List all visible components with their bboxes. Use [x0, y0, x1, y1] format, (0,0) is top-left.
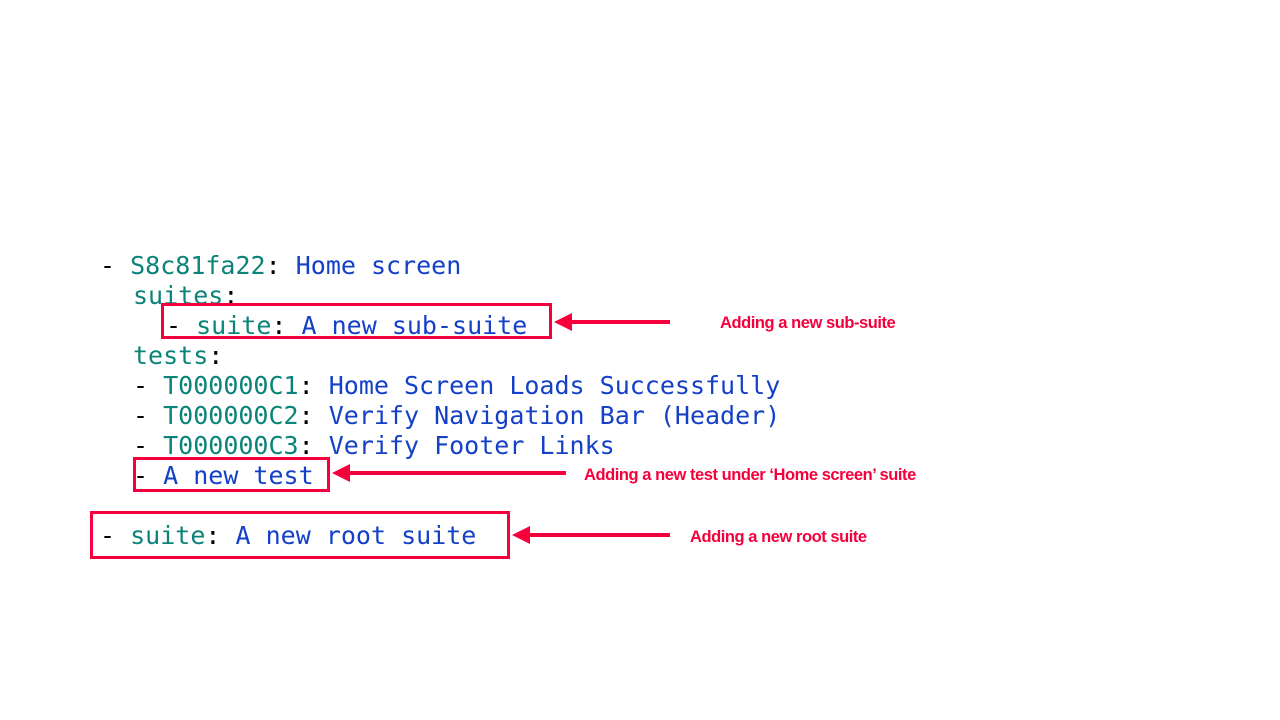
highlight-box-new-root-suite	[90, 511, 510, 559]
new-test-title: A new test	[163, 461, 314, 490]
tree-line-root-suite: - S8c81fa22: Home screen	[100, 251, 461, 281]
separator-colon: :	[271, 311, 287, 340]
tree-line-new-root-suite: - suite: A new root suite	[100, 521, 476, 551]
test-id: T000000C3	[163, 431, 299, 460]
test-id: T000000C1	[163, 371, 299, 400]
list-bullet: -	[166, 311, 182, 340]
tests-label: tests	[133, 341, 209, 370]
sub-suite-key: suite	[196, 311, 272, 340]
callout-arrow-new-root-suite-icon	[512, 526, 670, 544]
new-root-suite-key: suite	[130, 521, 206, 550]
list-bullet: -	[133, 371, 149, 400]
list-bullet: -	[133, 401, 149, 430]
separator-colon: :	[265, 251, 281, 280]
tree-line-test: - T000000C2: Verify Navigation Bar (Head…	[133, 401, 780, 431]
tree-line-new-test: - A new test	[133, 461, 314, 491]
callout-arrow-sub-suite-icon	[554, 313, 670, 331]
tree-line-test: - T000000C1: Home Screen Loads Successfu…	[133, 371, 780, 401]
root-suite-id: S8c81fa22	[130, 251, 266, 280]
tree-line-tests-label: tests:	[133, 341, 223, 371]
callout-arrow-new-test-icon	[332, 464, 566, 482]
annotation-new-test: Adding a new test under ‘Home screen’ su…	[584, 466, 916, 484]
list-bullet: -	[133, 431, 149, 460]
sub-suite-title: A new sub-suite	[301, 311, 528, 340]
separator-colon: :	[298, 431, 314, 460]
highlight-box-sub-suite	[161, 303, 552, 339]
test-title: Home Screen Loads Successfully	[328, 371, 781, 400]
separator-colon: :	[205, 521, 221, 550]
separator-colon: :	[298, 401, 314, 430]
tree-line-new-sub-suite: - suite: A new sub-suite	[166, 311, 527, 341]
highlight-box-new-test	[133, 457, 330, 492]
list-bullet: -	[100, 521, 116, 550]
list-bullet: -	[133, 461, 149, 490]
separator-colon: :	[223, 281, 239, 310]
new-root-suite-title: A new root suite	[235, 521, 477, 550]
test-title: Verify Footer Links	[328, 431, 615, 460]
test-id: T000000C2	[163, 401, 299, 430]
test-title: Verify Navigation Bar (Header)	[328, 401, 781, 430]
annotation-sub-suite: Adding a new sub-suite	[720, 314, 896, 332]
root-suite-title: Home screen	[295, 251, 462, 280]
separator-colon: :	[298, 371, 314, 400]
list-bullet: -	[100, 251, 116, 280]
tree-line-test: - T000000C3: Verify Footer Links	[133, 431, 615, 461]
annotation-new-root-suite: Adding a new root suite	[690, 528, 867, 546]
separator-colon: :	[208, 341, 224, 370]
